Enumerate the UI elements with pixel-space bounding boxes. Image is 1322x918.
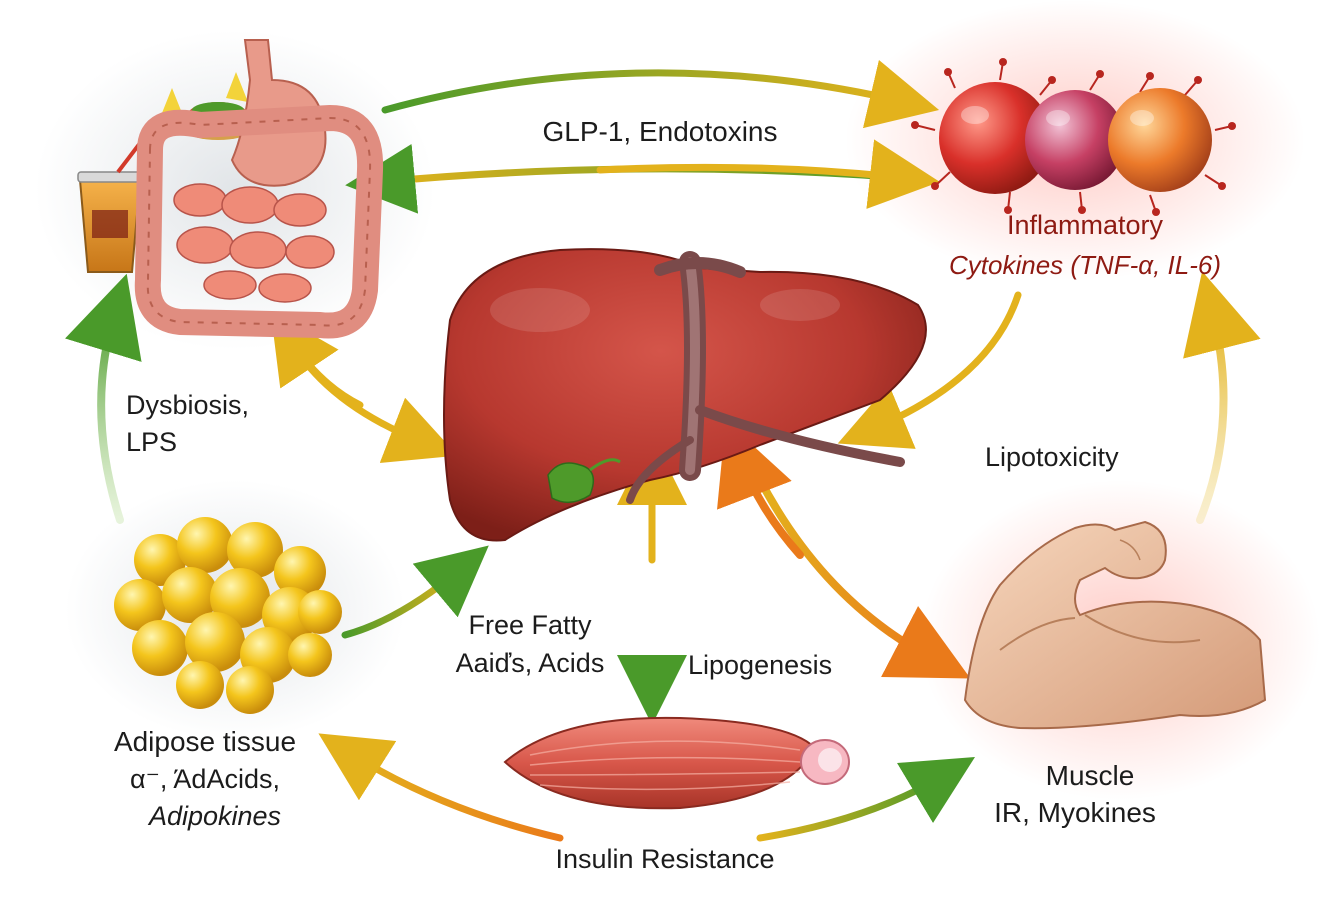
arrow-to-muscle — [760, 775, 945, 838]
adipose-label-line2: α⁻, ΆdAcids, — [100, 764, 310, 795]
muscle-fiber-icon — [505, 718, 849, 808]
edge-label-dysbiosis-2: LPS — [126, 427, 177, 458]
edge-label-ffa-2: Aaiďs, Acids — [420, 648, 640, 679]
edge-label-lipotoxicity: Lipotoxicity — [985, 442, 1119, 473]
edge-label-dysbiosis-1: Dysbiosis, — [126, 390, 249, 421]
adipose-label-line1: Adipose tissue — [80, 726, 330, 758]
arrow-gut-to-cytokines — [385, 73, 905, 110]
cytokines-label-line1: Inflammatory — [950, 210, 1220, 241]
muscle-label-line2: IR, Myokines — [960, 797, 1190, 829]
edge-label-lipogenesis: Lipogenesis — [688, 650, 832, 681]
edge-label-insulin-resistance: Insulin Resistance — [500, 844, 830, 875]
arrow-muscle-to-cytokines — [1200, 310, 1224, 520]
edge-label-glp1: GLP-1, Endotoxins — [500, 116, 820, 148]
arrow-liver-muscle — [755, 470, 935, 660]
cytokines-label-line2: Cytokines (TNF-α, IL-6) — [925, 250, 1245, 281]
muscle-label-line1: Muscle — [990, 760, 1190, 792]
arrow-gut-liver — [300, 355, 425, 443]
arrow-adipose-to-gut — [101, 312, 120, 520]
adipose-label-line3: Adipokines — [100, 801, 330, 832]
liver-icon — [444, 249, 926, 540]
edge-label-ffa-1: Free Fatty — [430, 610, 630, 641]
